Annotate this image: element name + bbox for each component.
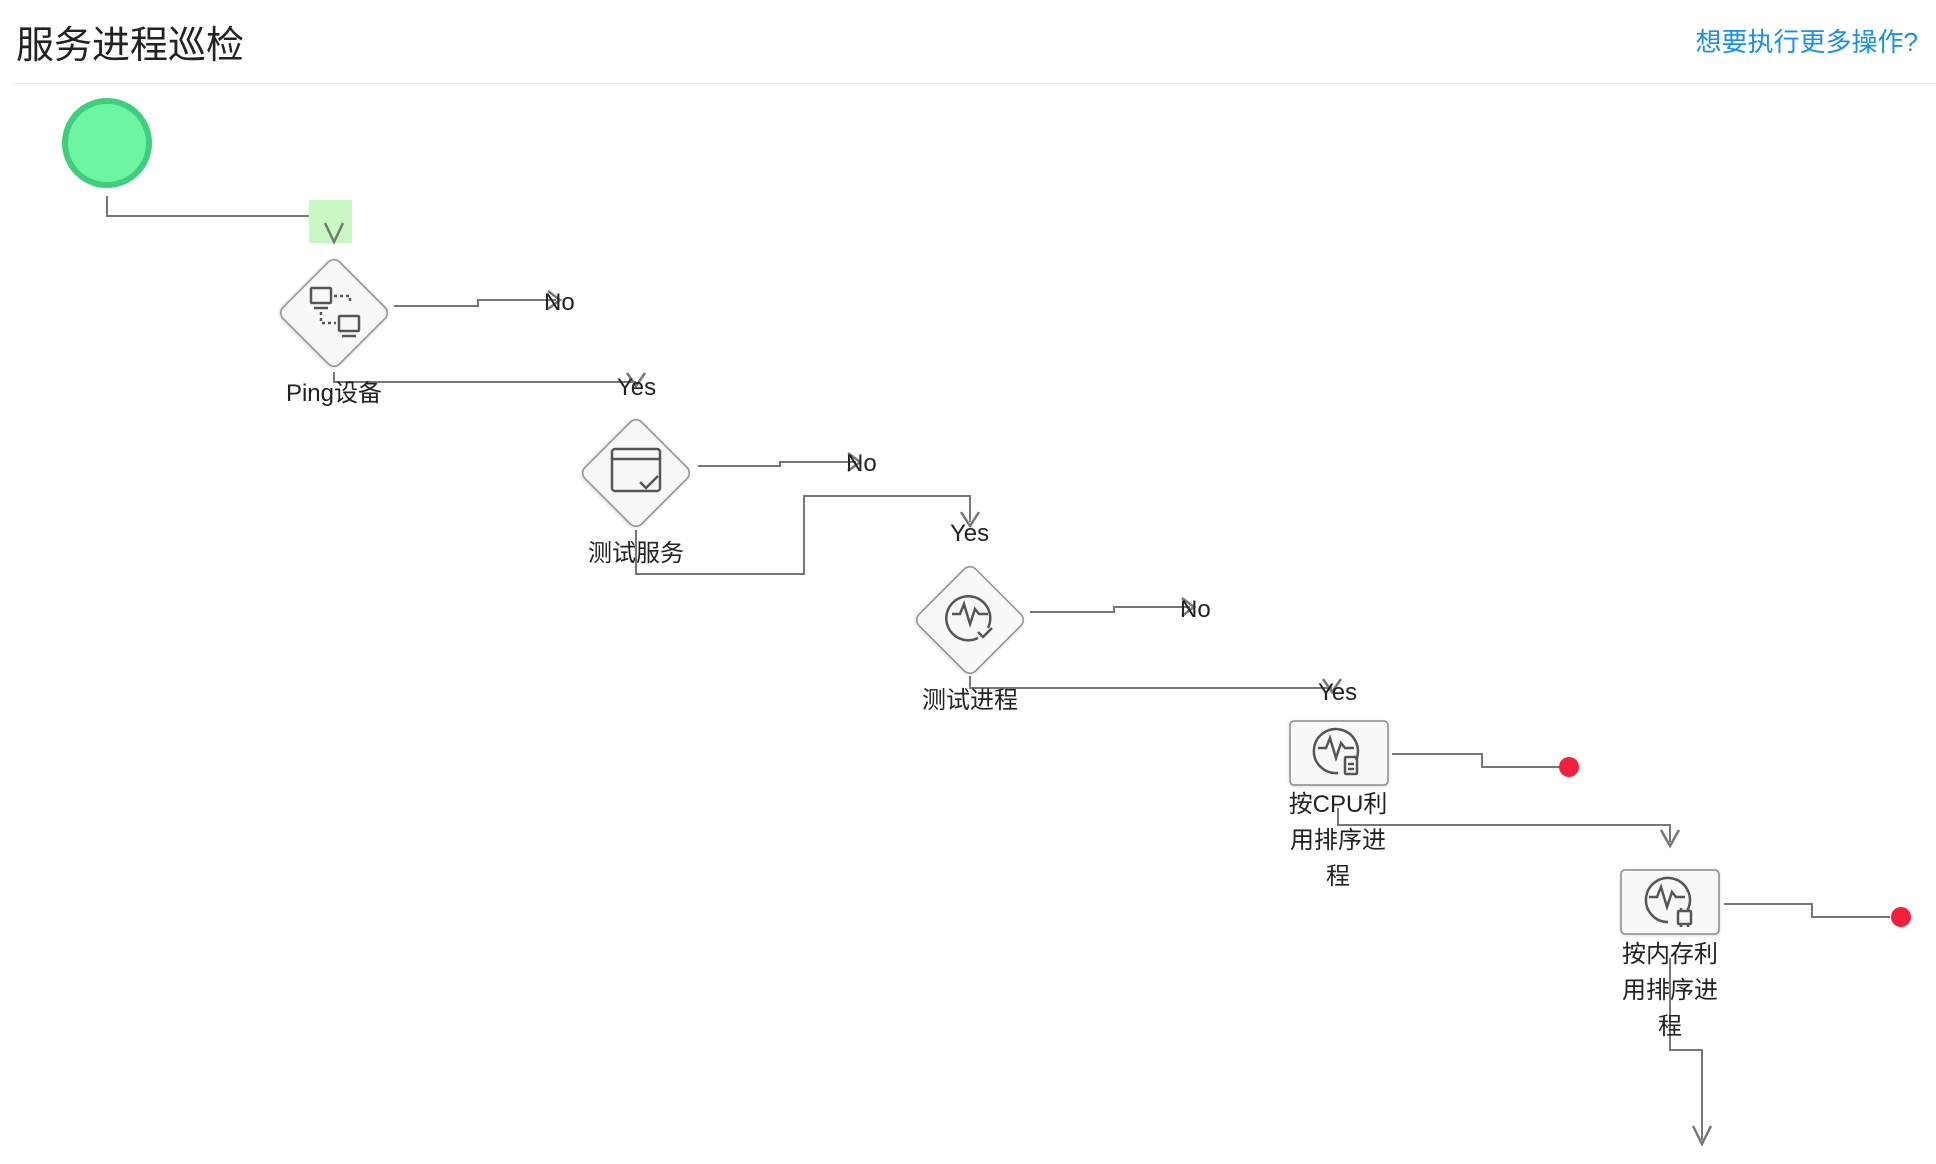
branch-label-process-yes: Yes xyxy=(1318,679,1357,706)
connector-start-to-ping[interactable] xyxy=(106,196,335,240)
arrowhead xyxy=(1181,597,1197,617)
header: 服务进程巡检 想要执行更多操作? xyxy=(0,0,1936,84)
node-ping-label: Ping设备 xyxy=(286,380,382,407)
node-cpu-sort-label-1: 按CPU利 xyxy=(1289,791,1388,818)
branch-label-ping-yes: Yes xyxy=(617,374,656,401)
connector-mem-to-end[interactable] xyxy=(1724,903,1890,918)
end-event-memory[interactable] xyxy=(1891,907,1911,927)
connector-process-yes[interactable] xyxy=(969,676,1332,689)
more-actions-link[interactable]: 想要执行更多操作? xyxy=(1695,27,1918,57)
node-cpu-sort-label-3: 程 xyxy=(1326,863,1350,890)
node-test-service-label: 测试服务 xyxy=(588,540,684,567)
node-cpu-sort-label-2: 用排序进 xyxy=(1290,827,1386,854)
network-devices-icon xyxy=(309,286,361,338)
start-event-circle[interactable] xyxy=(62,98,152,188)
connector-ping-no[interactable] xyxy=(394,299,556,307)
node-test-process-label: 测试进程 xyxy=(922,687,1018,714)
branch-label-service-yes: Yes xyxy=(950,520,989,547)
node-memory-sort-label-2: 用排序进 xyxy=(1622,977,1718,1004)
arrowhead xyxy=(547,290,563,310)
arrowhead xyxy=(625,372,647,389)
page-title: 服务进程巡检 xyxy=(16,25,245,67)
header-divider xyxy=(14,83,1936,84)
node-cpu-sort[interactable]: 按CPU利 用排序进 程 xyxy=(1289,720,1389,890)
connector-mem-next[interactable] xyxy=(1669,958,1703,1140)
connector-service-no[interactable] xyxy=(698,461,856,467)
arrowhead xyxy=(1321,678,1343,695)
connector-cpu-to-mem[interactable] xyxy=(1337,808,1671,842)
window-check-icon xyxy=(610,447,662,493)
pulse-check-icon xyxy=(945,595,993,642)
arrowheads xyxy=(309,200,1713,1147)
end-event-cpu[interactable] xyxy=(1559,757,1579,777)
pulse-cpu-icon xyxy=(1312,727,1360,776)
branch-label-process-no: No xyxy=(1180,596,1211,623)
arrowhead xyxy=(323,222,345,245)
node-test-process[interactable]: 测试进程 xyxy=(913,563,1026,714)
branch-label-service-no: No xyxy=(846,450,877,477)
connector-cpu-to-end[interactable] xyxy=(1392,753,1560,768)
node-memory-sort-label-3: 程 xyxy=(1658,1013,1682,1040)
connector-service-yes[interactable] xyxy=(635,495,971,575)
node-test-service[interactable]: 测试服务 xyxy=(579,416,692,567)
arrowhead xyxy=(1691,1125,1713,1147)
arrowhead xyxy=(959,511,981,529)
node-memory-sort-label-1: 按内存利 xyxy=(1622,941,1718,968)
branch-label-ping-no: No xyxy=(544,289,575,316)
arrowhead xyxy=(1659,829,1681,849)
arrowhead xyxy=(847,452,863,472)
connector-ping-yes[interactable] xyxy=(333,372,636,383)
node-memory-sort[interactable]: 按内存利 用排序进 程 xyxy=(1620,869,1720,1040)
connector-process-no[interactable] xyxy=(1030,606,1190,613)
pulse-memory-icon xyxy=(1644,876,1693,927)
node-ping-device[interactable]: Ping设备 xyxy=(277,256,390,407)
